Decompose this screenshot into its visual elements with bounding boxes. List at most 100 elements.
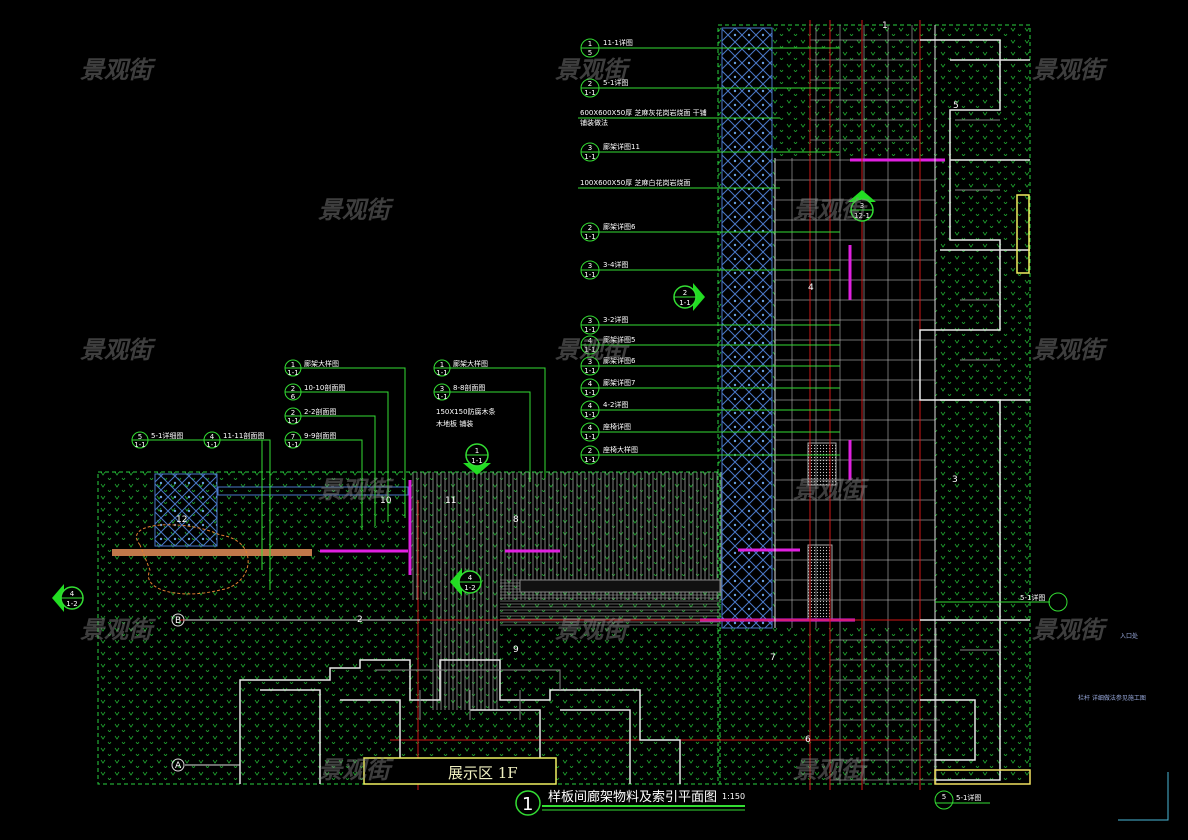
section-mark: 3 12-1	[848, 190, 876, 222]
watermarks: 景观街景观街景观街景观街景观街景观街景观街景观街景观街景观街景观街景观街景观街景…	[80, 56, 1108, 784]
callout-note: 150X150防腐木条	[436, 407, 496, 416]
callout-label: 廊架详图11	[603, 142, 640, 151]
callout-ref: 1-1	[436, 369, 447, 377]
svg-text:1-1: 1-1	[679, 299, 690, 307]
callout-left: 51-15-1详细图	[131, 431, 271, 590]
callout-number: 3	[588, 262, 592, 270]
plan-number: 10	[380, 496, 392, 506]
callout-note: 铺装做法	[580, 118, 608, 127]
watermark-text: 景观街	[318, 476, 394, 504]
watermark-text: 景观街	[793, 196, 869, 224]
right-note-1: 入口处	[1120, 632, 1138, 640]
callout-label: 廊架大样图	[304, 359, 339, 368]
watermark-text: 景观街	[318, 196, 394, 224]
watermark-text: 景观街	[555, 336, 631, 364]
callout-ref: 1-1	[584, 389, 595, 397]
callout-ref: 1-1	[584, 411, 595, 419]
lattice-screen-left	[154, 473, 218, 547]
sheet-border-corner	[1118, 772, 1169, 821]
callout-number: 1	[291, 361, 295, 369]
callout-ref: 1-1	[287, 417, 298, 425]
callout-ref: 1-1	[584, 271, 595, 279]
section-mark: 41-2	[450, 568, 482, 596]
callout-number: 4	[588, 380, 593, 388]
callout-number: 2	[291, 385, 295, 393]
callout-left: 41-111-11剖面图	[203, 431, 264, 570]
callout-label: 8-8剖面图	[453, 383, 485, 392]
callout-ref: 1-1	[584, 326, 595, 334]
plan-number: 3	[952, 475, 958, 485]
zone-label: 展示区 1F	[448, 764, 518, 782]
callout-label: 11-1详图	[603, 38, 633, 47]
svg-text:3: 3	[860, 202, 864, 210]
bottom-callout: 5 5-1详图	[934, 790, 990, 810]
watermark-text: 景观街	[80, 336, 156, 364]
paving-grid-lower	[830, 628, 940, 784]
grid-bubble-a: A	[171, 758, 185, 772]
callout-ref: 1-1	[584, 153, 595, 161]
callout-number: 4	[588, 424, 593, 432]
section-mark: 11-1	[463, 443, 491, 475]
svg-text:12-1: 12-1	[854, 212, 870, 220]
zone-label-box: 展示区 1F	[363, 757, 557, 785]
callout-right: 100X600X50厚 芝麻白花岗岩烧面	[578, 178, 780, 189]
plan-number: 6	[805, 735, 811, 745]
drawing-title-block: 1 样板间廊架物料及索引平面图 1:150	[515, 789, 745, 816]
callout-number: 4	[588, 337, 593, 345]
gravel-patch	[807, 442, 837, 486]
watermark-text: 景观街	[1032, 56, 1108, 84]
plan-number: 2	[357, 615, 363, 625]
watermark-text: 景观街	[793, 756, 869, 784]
plan-number: 11	[445, 496, 456, 506]
pergola-beam	[519, 579, 721, 593]
callout-ref: 1-1	[206, 441, 217, 449]
callout-label: 廊架详图5	[603, 335, 635, 344]
callout-right: 铺装做法	[580, 118, 608, 127]
callout-left: 21-12-2剖面图	[284, 407, 376, 526]
svg-text:1-2: 1-2	[66, 600, 77, 608]
callout-note: 木地板 铺装	[436, 419, 473, 428]
callout-number: 1	[440, 361, 444, 369]
building-inner-walls	[375, 119, 1000, 720]
callout-left: 木地板 铺装	[436, 419, 473, 428]
callout-ref: 1-1	[584, 367, 595, 375]
callout-ref: 1-1	[584, 456, 595, 464]
callout-left: 1 1-1 廊架大样图	[284, 359, 406, 518]
svg-text:1: 1	[475, 447, 479, 455]
paving-grid-upper	[810, 25, 920, 158]
callout-ref: 1-1	[287, 441, 298, 449]
grid-bubble-b: B	[171, 613, 185, 627]
plan-number: 5	[953, 101, 959, 111]
callout-number: 2	[588, 80, 592, 88]
watermark-text: 景观街	[555, 56, 631, 84]
callout-number: 7	[291, 433, 295, 441]
section-mark: 41-2	[52, 584, 84, 612]
drawing-scale: 1:150	[722, 792, 745, 801]
callout-label: 2-2剖面图	[304, 407, 336, 416]
watermark-text: 景观街	[793, 476, 869, 504]
callout-ref: 1-1	[584, 433, 595, 441]
svg-text:4: 4	[468, 574, 473, 582]
callout-note: 600X600X50厚 芝麻灰花岗岩烧面 干铺	[580, 108, 707, 117]
svg-text:1-2: 1-2	[464, 584, 475, 592]
callout-label: 4-2详图	[603, 400, 628, 409]
callout-label: 座椅大样图	[603, 445, 638, 454]
svg-text:5-1详图: 5-1详图	[956, 793, 981, 802]
watermark-text: 景观街	[80, 56, 156, 84]
callout-right: 21-15-1详图	[580, 78, 840, 98]
svg-text:5: 5	[942, 793, 946, 801]
callout-number: 1	[588, 40, 592, 48]
right-note-2: 栏杆 详细做法参见施工图	[1078, 694, 1146, 702]
callout-label: 廊架详图6	[603, 222, 636, 231]
callout-number: 4	[588, 402, 593, 410]
callout-number: 2	[291, 409, 295, 417]
callout-number: 3	[440, 385, 444, 393]
